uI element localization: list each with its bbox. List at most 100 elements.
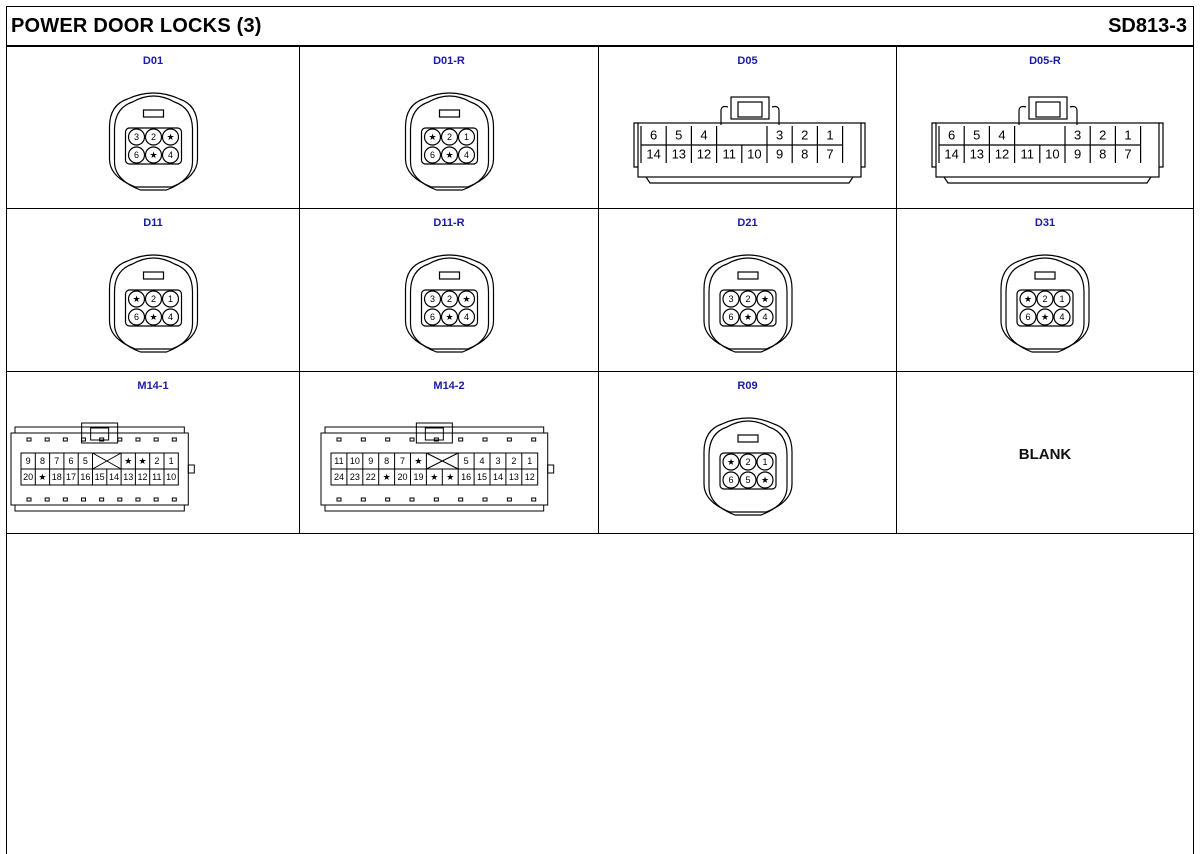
connector-housing-inner: [1005, 257, 1085, 353]
terminal-slot: [458, 437, 464, 442]
pin-number: 5: [745, 475, 750, 485]
connector-housing-inner: [708, 420, 788, 516]
pin-number: 10: [747, 147, 761, 162]
pin-number: 10: [350, 456, 360, 466]
connector-housing-inner: [113, 257, 194, 353]
pin-number: 8: [40, 456, 45, 466]
pin-number: 5: [675, 128, 682, 143]
pin-number: 24: [334, 472, 344, 482]
pin-socket: [756, 471, 774, 489]
pin-number: 3: [728, 294, 733, 304]
housing-rib: [1159, 122, 1164, 168]
pin-number: 7: [826, 147, 833, 162]
pin-number: 2: [1099, 128, 1106, 143]
terminal-slot: [531, 437, 537, 442]
connector-housing-outer: [108, 92, 199, 188]
pin-socket: [127, 308, 146, 326]
pin-socket: [457, 290, 476, 308]
pin-number: 8: [801, 147, 808, 162]
side-key: [547, 464, 555, 474]
connector-housing-inner: [708, 257, 788, 353]
pin-number: 20: [398, 472, 408, 482]
pin-number: 13: [509, 472, 519, 482]
connector-latch: [1028, 96, 1068, 120]
connector-housing: [637, 122, 862, 178]
connector-latch: [142, 271, 165, 280]
title-bar: POWER DOOR LOCKS (3) SD813-3: [7, 7, 1193, 47]
pin-socket: [161, 128, 180, 146]
pin-socket: [722, 290, 740, 308]
connector-label: D01: [142, 55, 164, 67]
empty-pin-star: ★: [166, 132, 174, 142]
pin-number: 16: [461, 472, 471, 482]
terminal-slot: [44, 437, 50, 442]
connector-d11-diagram: ★62★14: [108, 254, 199, 353]
empty-pin-star: ★: [124, 456, 132, 466]
pin-number: 2: [151, 132, 156, 142]
pin-number: 9: [368, 456, 373, 466]
pin-socket: [1019, 308, 1037, 326]
pin-number: 1: [169, 456, 174, 466]
connector-housing-outer: [108, 254, 199, 350]
pin-number: 4: [762, 312, 767, 322]
housing-top-rail: [324, 426, 545, 434]
pin-socket: [161, 308, 180, 326]
connector-housing-outer: [1000, 254, 1090, 350]
terminal-slot: [135, 497, 141, 502]
pin-socket: [440, 290, 459, 308]
terminal-slot: [360, 437, 366, 442]
connector-label: D21: [737, 217, 758, 229]
terminal-slot: [153, 437, 159, 442]
empty-pin-star: ★: [1041, 312, 1049, 322]
pin-number: 6: [728, 312, 733, 322]
pin-number: 19: [413, 472, 423, 482]
empty-pin-star: ★: [1024, 294, 1032, 304]
connector-housing-outer: [404, 254, 495, 350]
connector-housing-outer: [703, 254, 793, 350]
empty-pin-star: ★: [139, 456, 147, 466]
terminal-slot: [171, 437, 177, 442]
pin-block: [124, 289, 183, 327]
pin-number: 2: [154, 456, 159, 466]
pin-number: 14: [493, 472, 503, 482]
pin-number: 3: [495, 456, 500, 466]
pin-number: 11: [722, 147, 736, 162]
pin-number: 7: [54, 456, 59, 466]
pin-number: 15: [477, 472, 487, 482]
pin-socket: [739, 471, 757, 489]
pin-number: 9: [1074, 147, 1081, 162]
pin-number: 4: [700, 128, 707, 143]
terminal-slot: [99, 437, 105, 442]
terminal-slot: [433, 437, 439, 442]
pin-socket: [1036, 308, 1054, 326]
terminal-slot: [153, 497, 159, 502]
pin-block: [420, 127, 479, 165]
pin-socket: [127, 146, 146, 164]
pin-socket: [423, 146, 442, 164]
terminal-slot: [336, 437, 342, 442]
pin-number: 1: [762, 457, 767, 467]
pin-number: 12: [525, 472, 535, 482]
terminal-slot: [26, 437, 32, 442]
terminal-slot: [458, 497, 464, 502]
terminal-slot: [482, 497, 488, 502]
connector-label: D11-R: [433, 217, 465, 229]
pin-number: 13: [672, 147, 686, 162]
pin-socket: [457, 308, 476, 326]
pin-number: 14: [646, 147, 660, 162]
pin-number: 2: [447, 294, 452, 304]
terminal-slot: [44, 497, 50, 502]
connector-latch: [438, 109, 461, 118]
empty-pin-star: ★: [149, 312, 157, 322]
pin-number: 15: [95, 472, 105, 482]
connector-housing-inner: [409, 257, 490, 353]
terminal-slot: [409, 497, 415, 502]
pin-socket: [161, 290, 180, 308]
